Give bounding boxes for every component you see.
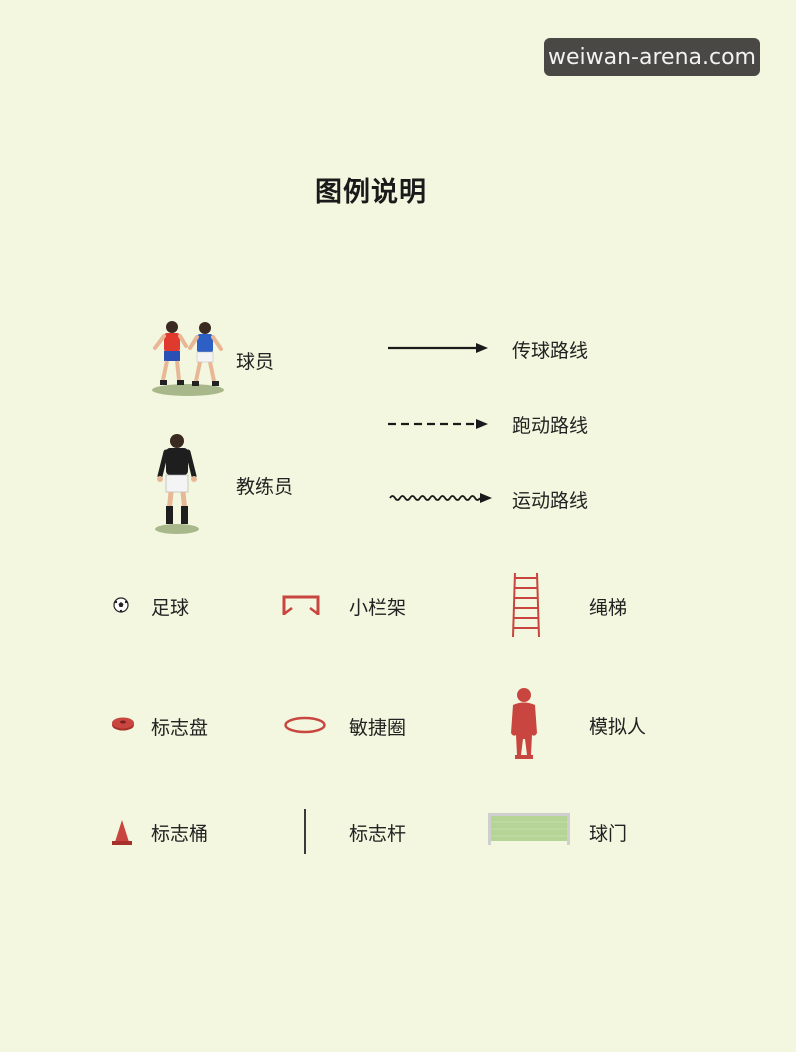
label-goal: 球门 xyxy=(589,823,628,845)
label-marker-disc: 标志盘 xyxy=(151,717,209,739)
page-title: 图例说明 xyxy=(315,177,427,208)
label-dribble-route: 运动路线 xyxy=(512,490,589,512)
training-dummy-icon xyxy=(508,687,540,761)
label-coach: 教练员 xyxy=(236,476,294,498)
label-pole: 标志杆 xyxy=(349,823,407,845)
dribble-route-arrow-icon xyxy=(388,488,496,508)
label-dummy: 模拟人 xyxy=(589,716,647,738)
pass-route-arrow-icon xyxy=(388,338,492,358)
watermark: weiwan-arena.com xyxy=(544,38,760,76)
marker-disc-icon xyxy=(111,715,135,731)
label-run-route: 跑动路线 xyxy=(512,415,589,437)
goal-icon xyxy=(486,810,572,848)
agility-ring-icon xyxy=(283,715,327,735)
soccer-ball-icon xyxy=(113,597,129,613)
label-pass-route: 传球路线 xyxy=(512,340,589,362)
label-cone: 标志桶 xyxy=(151,823,209,845)
label-ball: 足球 xyxy=(151,597,190,619)
cone-icon xyxy=(111,818,133,846)
players-icon xyxy=(150,318,226,398)
mini-hurdle-icon xyxy=(282,594,320,616)
rope-ladder-icon xyxy=(510,572,542,638)
run-route-arrow-icon xyxy=(388,414,492,434)
label-mini-hurdle: 小栏架 xyxy=(349,597,407,619)
coach-icon xyxy=(154,432,200,536)
label-rope-ladder: 绳梯 xyxy=(589,597,628,619)
label-agility-ring: 敏捷圈 xyxy=(349,717,407,739)
pole-icon xyxy=(302,808,308,856)
label-player: 球员 xyxy=(236,351,275,373)
